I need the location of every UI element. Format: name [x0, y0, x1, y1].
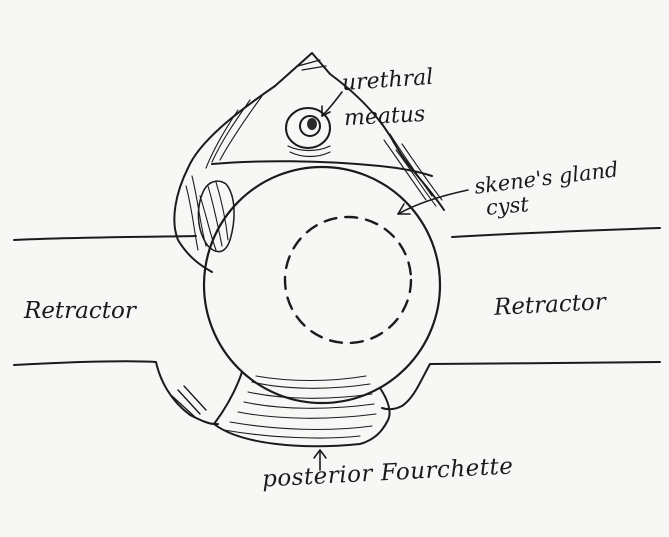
left-labium-outline: [174, 86, 275, 272]
retractor-left-bottom-edge: [14, 361, 218, 424]
retractor-left-top-edge: [14, 236, 196, 240]
meatus-label: meatus: [343, 104, 425, 130]
skenes-gland-cyst: [204, 167, 440, 403]
urethral-meatus-opening: [307, 118, 317, 130]
cyst-label: cyst: [485, 194, 530, 219]
posterior-fourchette-shading: [224, 376, 376, 438]
meatus-arrow: [322, 92, 342, 116]
retractor-right-label: Retractor: [493, 291, 606, 320]
retractor-right-top-edge: [452, 228, 660, 237]
retractor-right-bottom-edge: [382, 362, 660, 409]
vestibule-fold-line: [212, 161, 432, 176]
left-labium-shading: [186, 96, 262, 250]
cyst-dashed-region: [285, 217, 411, 343]
retractor-left-label: Retractor: [24, 300, 136, 323]
posterior-fourchette-outline: [214, 372, 390, 446]
